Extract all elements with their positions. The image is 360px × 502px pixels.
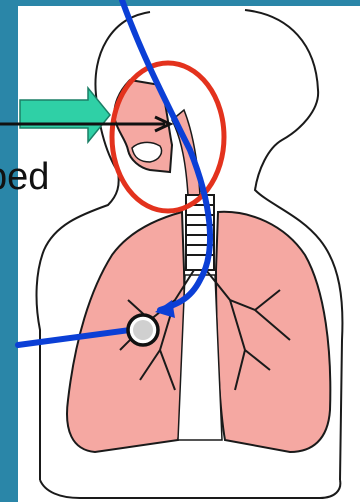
alveolus-icon <box>128 315 158 345</box>
slide-top-bar <box>18 0 360 6</box>
chest-outline <box>40 480 340 498</box>
partial-label: bed <box>0 158 49 196</box>
right-lung <box>216 212 330 452</box>
slide-side-bar <box>0 0 18 502</box>
